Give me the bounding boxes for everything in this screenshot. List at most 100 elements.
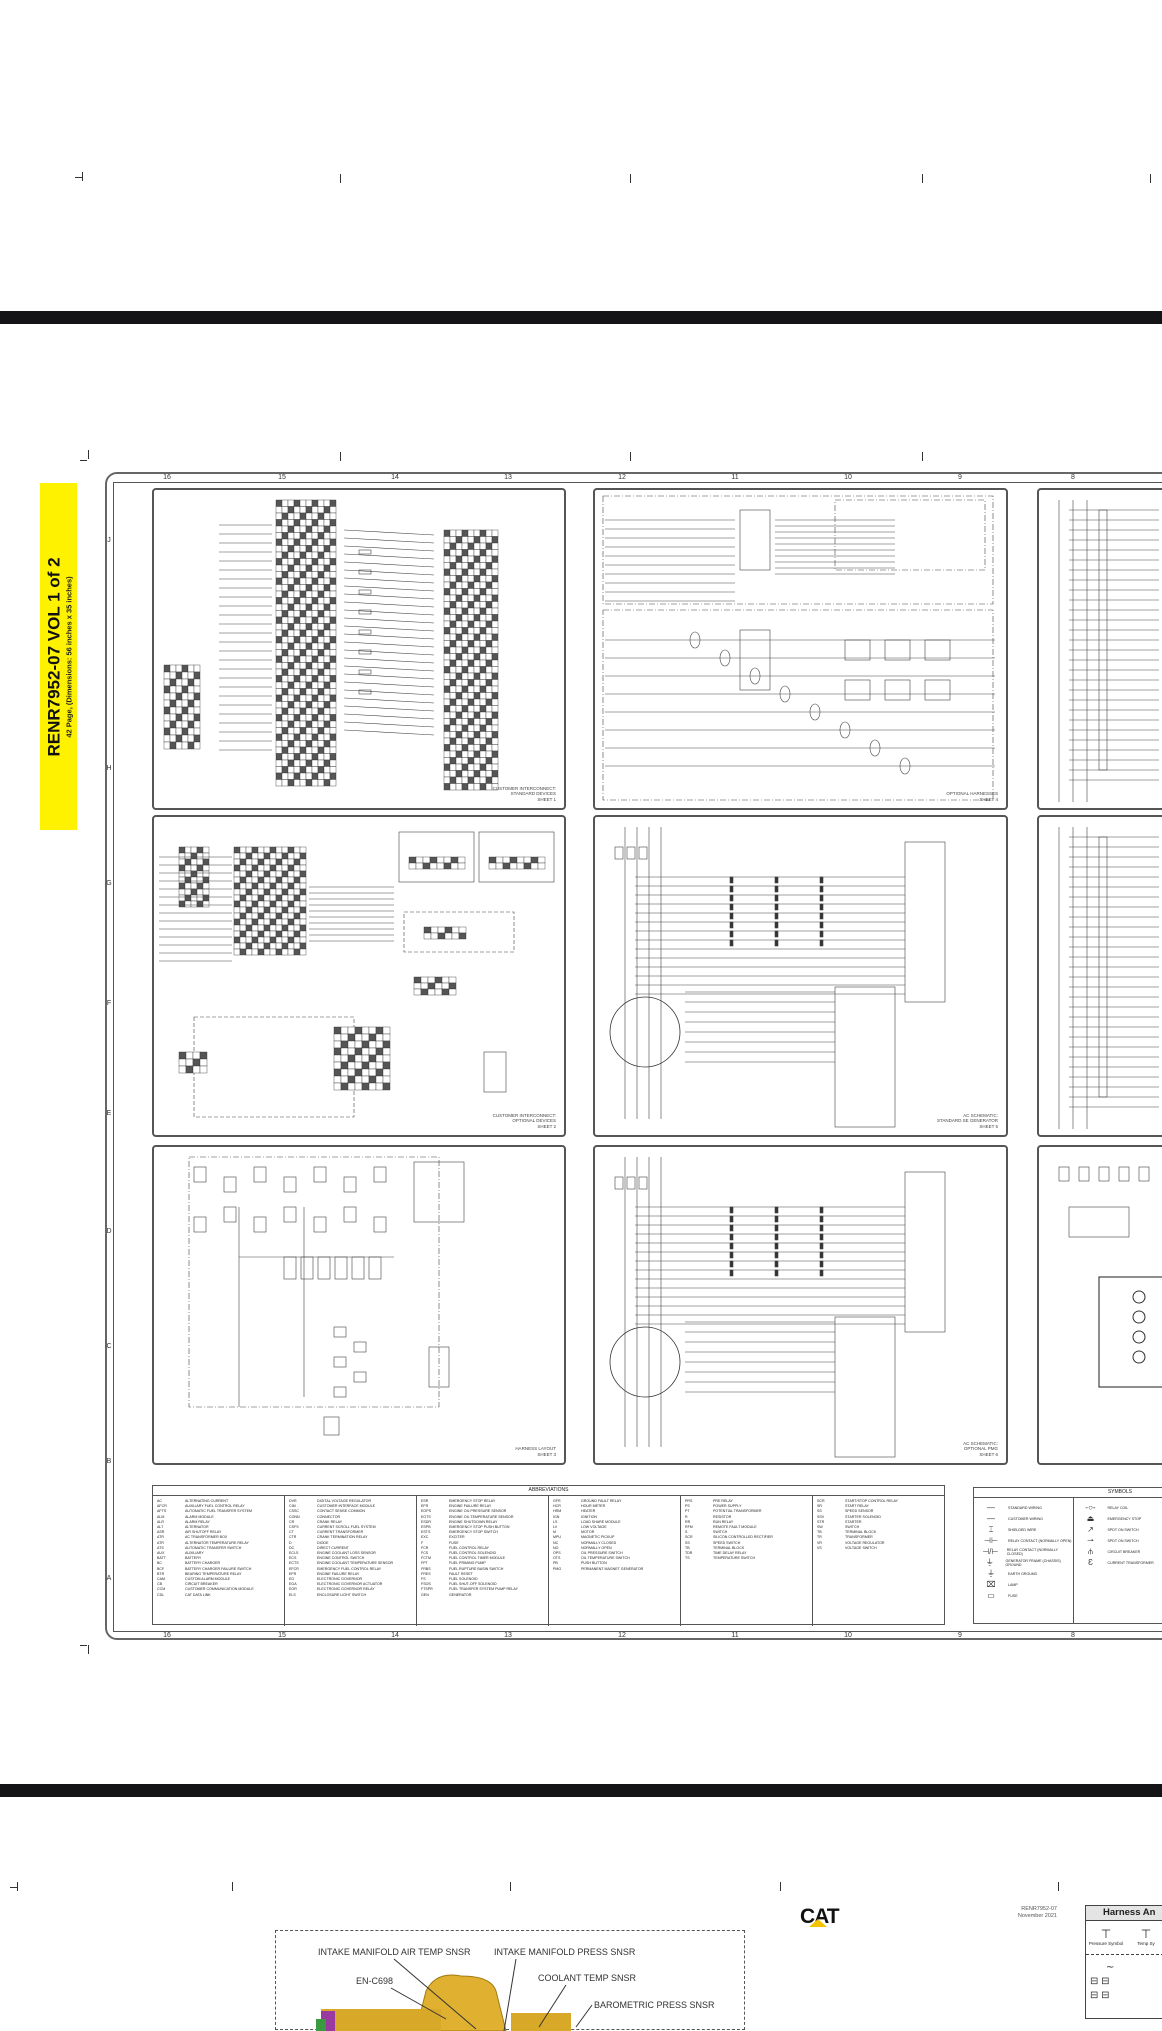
- connector-pin: [276, 565, 282, 572]
- connector-pin: [312, 695, 318, 702]
- connector-pin: [170, 693, 176, 700]
- connector-pin: [383, 1069, 390, 1076]
- connector-pin: [276, 895, 282, 901]
- connector-pin: [288, 747, 294, 754]
- component-box: [374, 1167, 386, 1182]
- connector-pin: [264, 931, 270, 937]
- connector-pin: [240, 859, 246, 865]
- connector-pin: [456, 719, 462, 726]
- connector-pin: [480, 712, 486, 719]
- connector-pin: [444, 777, 450, 784]
- connector-pin: [444, 738, 450, 745]
- component-box: [775, 904, 778, 910]
- row-letter: D: [104, 1228, 114, 1235]
- connector-pin: [203, 859, 209, 865]
- connector-pin: [444, 693, 450, 700]
- connector-pin: [306, 559, 312, 566]
- connector-pin: [282, 604, 288, 611]
- component-box: [1059, 1167, 1069, 1181]
- connector-pin: [480, 719, 486, 726]
- connector-pin: [480, 738, 486, 745]
- connector-pin: [324, 637, 330, 644]
- connector-pin: [492, 712, 498, 719]
- schematic-symbol-icon: ⏏: [1074, 1514, 1108, 1523]
- connector-pin: [492, 647, 498, 654]
- symbol-item: ⏏EMERGENCY STOP: [1074, 1513, 1162, 1524]
- symbol-column: —STANDARD WIRING—CUSTOMER WIRING⌶SHIELDE…: [974, 1498, 1074, 1624]
- schematic-symbol-icon: ▭: [974, 1591, 1008, 1600]
- component-box: [775, 1261, 778, 1267]
- connector-pin: [288, 630, 294, 637]
- wire: [344, 634, 434, 639]
- connector-pin: [276, 919, 282, 925]
- component-box: [775, 886, 778, 892]
- connector-pin: [191, 871, 197, 877]
- connector-pin: [288, 741, 294, 748]
- connector-pin: [312, 533, 318, 540]
- connector-pin: [288, 539, 294, 546]
- connector-pin: [164, 742, 170, 749]
- column-number: 15: [272, 474, 292, 481]
- connector-pin: [334, 1055, 341, 1062]
- component-box: [775, 1252, 778, 1258]
- connector-pin: [240, 865, 246, 871]
- connector-pin: [450, 660, 456, 667]
- connector-pin: [480, 602, 486, 609]
- symbol-label: EMERGENCY STOP: [1108, 1517, 1142, 1521]
- connector-pin: [450, 589, 456, 596]
- connector-pin: [282, 565, 288, 572]
- connector-pin: [444, 764, 450, 771]
- crop-mark: [82, 172, 83, 181]
- connector-pin: [288, 695, 294, 702]
- component-box: [354, 1372, 366, 1382]
- connector-pin: [194, 735, 200, 742]
- connector-pin: [203, 895, 209, 901]
- connector-block: [164, 665, 200, 749]
- symbol-item: ⌧LAMP: [974, 1579, 1073, 1590]
- connector-pin: [330, 637, 336, 644]
- connector-pin: [462, 660, 468, 667]
- connector-pin: [450, 725, 456, 732]
- component-box: [820, 1252, 823, 1258]
- connector-pin: [300, 669, 306, 676]
- connector-pin: [462, 738, 468, 745]
- connector-pin: [450, 680, 456, 687]
- connector-pin: [480, 693, 486, 700]
- connector-pin: [258, 853, 264, 859]
- connector-pin: [300, 526, 306, 533]
- connector-pin: [282, 853, 288, 859]
- component-box: [835, 500, 985, 570]
- harness-title: Harness An: [1086, 1906, 1162, 1921]
- wire: [344, 538, 434, 543]
- connector-pin: [282, 578, 288, 585]
- connector-pin: [444, 732, 450, 739]
- connector-pin: [492, 602, 498, 609]
- connector-pin: [300, 919, 306, 925]
- column-number: 12: [612, 1632, 632, 1639]
- connector-pin: [492, 699, 498, 706]
- connector-pin: [474, 537, 480, 544]
- connector-pin: [468, 751, 474, 758]
- connector-pin: [444, 576, 450, 583]
- connector-pin: [456, 660, 462, 667]
- wire: [344, 530, 434, 535]
- connector-pin: [486, 576, 492, 583]
- component-box: [730, 877, 733, 883]
- connector-pin: [369, 1027, 376, 1034]
- engine-sensor-figure: INTAKE MANIFOLD AIR TEMP SNSR INTAKE MAN…: [275, 1930, 745, 2030]
- connector-pin: [462, 543, 468, 550]
- connector-pin: [306, 572, 312, 579]
- wire: [344, 626, 434, 631]
- terminal-icon: [1133, 1291, 1145, 1303]
- connector-pin: [270, 931, 276, 937]
- connector-pin: [450, 569, 456, 576]
- component-box: [730, 895, 733, 901]
- connector-pin: [264, 919, 270, 925]
- connector-pin: [294, 708, 300, 715]
- connector-pin: [538, 863, 545, 869]
- connector-block: [276, 500, 336, 786]
- connector-pin: [188, 714, 194, 721]
